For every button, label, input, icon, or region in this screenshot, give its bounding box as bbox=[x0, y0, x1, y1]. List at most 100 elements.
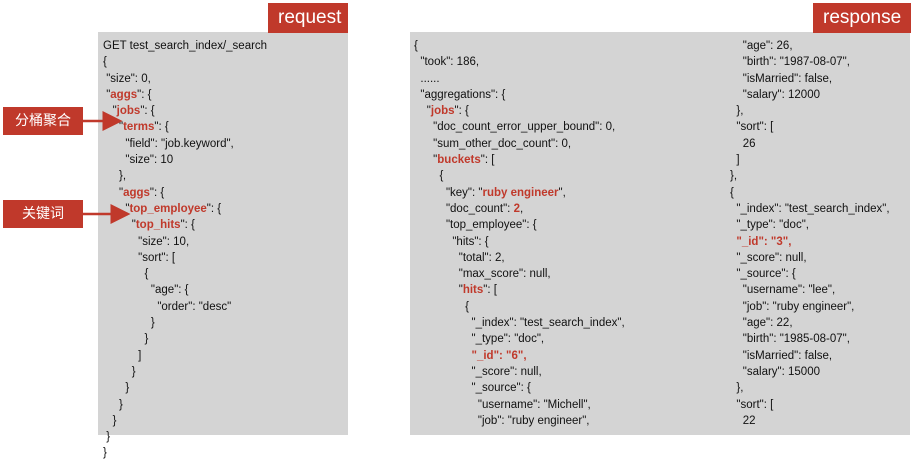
code-token: { bbox=[414, 170, 444, 183]
code-token: "_index": "test_search_index", bbox=[414, 317, 625, 330]
response-code-column-1: { "took": 186, ...... "aggregations": { … bbox=[414, 38, 625, 429]
highlighted-token: 2 bbox=[513, 202, 520, 215]
callout-arrows bbox=[83, 111, 131, 224]
code-token: "age": 22, bbox=[730, 317, 793, 330]
code-line: } bbox=[103, 413, 267, 429]
code-token: ] bbox=[103, 349, 142, 362]
code-token: "salary": 15000 bbox=[730, 365, 820, 378]
code-line: }, bbox=[730, 168, 890, 184]
code-line: "_score": null, bbox=[730, 250, 890, 266]
code-token: "doc_count": bbox=[414, 202, 514, 215]
code-line: "top_hits": { bbox=[103, 217, 267, 233]
code-line: "_id": "6", bbox=[414, 348, 625, 364]
code-token: "top_employee": { bbox=[414, 219, 537, 232]
code-token: ": { bbox=[149, 186, 165, 199]
code-token: "birth": "1987-08-07", bbox=[730, 56, 850, 69]
code-line: "hits": [ bbox=[414, 282, 625, 298]
code-line: "salary": 15000 bbox=[730, 364, 890, 380]
code-line: "salary": 12000 bbox=[730, 87, 890, 103]
code-token: "job": "ruby engineer", bbox=[414, 414, 590, 427]
highlighted-token: " bbox=[730, 235, 742, 248]
response-panel bbox=[410, 32, 910, 435]
highlighted-token: buckets bbox=[437, 154, 481, 167]
code-token: "age": 26, bbox=[730, 40, 793, 52]
code-token: "sort": [ bbox=[730, 398, 774, 411]
code-token: "max_score": null, bbox=[414, 268, 551, 281]
highlighted-token: _id": "3", bbox=[741, 235, 792, 248]
code-line: "aggs": { bbox=[103, 185, 267, 201]
code-line: }, bbox=[730, 380, 890, 396]
code-token: ": { bbox=[140, 105, 155, 118]
code-line: "_id": "3", bbox=[730, 234, 890, 250]
code-line: ...... bbox=[414, 71, 625, 87]
code-line: "aggregations": { bbox=[414, 87, 625, 103]
request-panel bbox=[98, 32, 348, 435]
code-line: "field": "job.keyword", bbox=[103, 136, 267, 152]
code-line: "_type": "doc", bbox=[730, 217, 890, 233]
code-token: "age": { bbox=[103, 284, 189, 297]
code-line: "isMarried": false, bbox=[730, 348, 890, 364]
code-line: "took": 186, bbox=[414, 54, 625, 70]
code-token: "username": "Michell", bbox=[414, 398, 591, 411]
code-line: { bbox=[730, 185, 890, 201]
code-line: "birth": "1985-08-07", bbox=[730, 331, 890, 347]
code-line: "birth": "1987-08-07", bbox=[730, 54, 890, 70]
code-line: 26 bbox=[730, 136, 890, 152]
code-line: "_index": "test_search_index", bbox=[730, 201, 889, 217]
code-line: } bbox=[103, 397, 267, 413]
code-token: "birth": "1985-08-07", bbox=[730, 333, 850, 346]
code-line: "_score": null, bbox=[414, 364, 625, 380]
code-token: } bbox=[103, 414, 117, 427]
code-token: }, bbox=[103, 170, 127, 183]
code-line: "job": "ruby engineer", bbox=[414, 413, 625, 429]
code-line: "username": "lee", bbox=[730, 282, 890, 298]
code-line: "sum_other_doc_count": 0, bbox=[414, 136, 625, 152]
code-token: "sort": [ bbox=[103, 251, 176, 264]
code-token: } bbox=[103, 317, 155, 330]
code-token: "took": 186, bbox=[414, 56, 480, 69]
code-token: "_score": null, bbox=[414, 365, 542, 378]
code-line: "size": 0, bbox=[103, 71, 267, 87]
code-line: } bbox=[103, 364, 267, 380]
code-line: "total": 2, bbox=[414, 250, 625, 266]
code-line: }, bbox=[103, 168, 267, 184]
code-token: { bbox=[414, 40, 418, 52]
code-line: "_type": "doc", bbox=[414, 331, 625, 347]
code-line: { bbox=[414, 168, 625, 184]
code-token: ": { bbox=[137, 88, 152, 101]
code-token: } bbox=[103, 382, 130, 395]
code-line: "size": 10 bbox=[103, 152, 267, 168]
code-line: "max_score": null, bbox=[414, 266, 625, 282]
code-line: "hits": { bbox=[414, 234, 625, 250]
code-token: } bbox=[103, 398, 123, 411]
code-token: ": { bbox=[454, 105, 469, 118]
code-token: , bbox=[519, 202, 524, 215]
code-token: "username": "lee", bbox=[730, 284, 836, 297]
response-code-column-2: "age": 26, "birth": "1987-08-07", "isMar… bbox=[730, 38, 890, 429]
code-token: ": { bbox=[206, 202, 222, 215]
highlighted-token: jobs bbox=[430, 105, 455, 118]
code-line: } bbox=[103, 445, 267, 461]
code-line: "top_employee": { bbox=[414, 217, 625, 233]
code-line: } bbox=[103, 331, 267, 347]
code-token: 22 bbox=[730, 414, 756, 427]
code-token: " bbox=[103, 186, 124, 199]
highlighted-token: hits bbox=[462, 284, 484, 297]
code-token: "order": "desc" bbox=[103, 300, 232, 313]
code-token: { bbox=[103, 268, 149, 281]
code-token: ": [ bbox=[480, 154, 495, 167]
code-token: "size": 10 bbox=[103, 154, 174, 167]
code-token: GET test_search_index/_search bbox=[103, 40, 268, 52]
code-token: { bbox=[103, 56, 107, 69]
code-line: }, bbox=[730, 103, 890, 119]
code-token: ...... bbox=[414, 72, 440, 85]
code-line: "age": 22, bbox=[730, 315, 890, 331]
highlighted-token: top_hits bbox=[135, 219, 181, 232]
highlighted-token: " bbox=[414, 349, 477, 362]
code-token: "doc_count_error_upper_bound": 0, bbox=[414, 121, 616, 134]
code-token: "job": "ruby engineer", bbox=[730, 300, 855, 313]
code-token: } bbox=[103, 333, 149, 346]
code-token: "field": "job.keyword", bbox=[103, 137, 234, 150]
code-line: "sort": [ bbox=[730, 397, 890, 413]
response-label: response bbox=[813, 3, 911, 33]
